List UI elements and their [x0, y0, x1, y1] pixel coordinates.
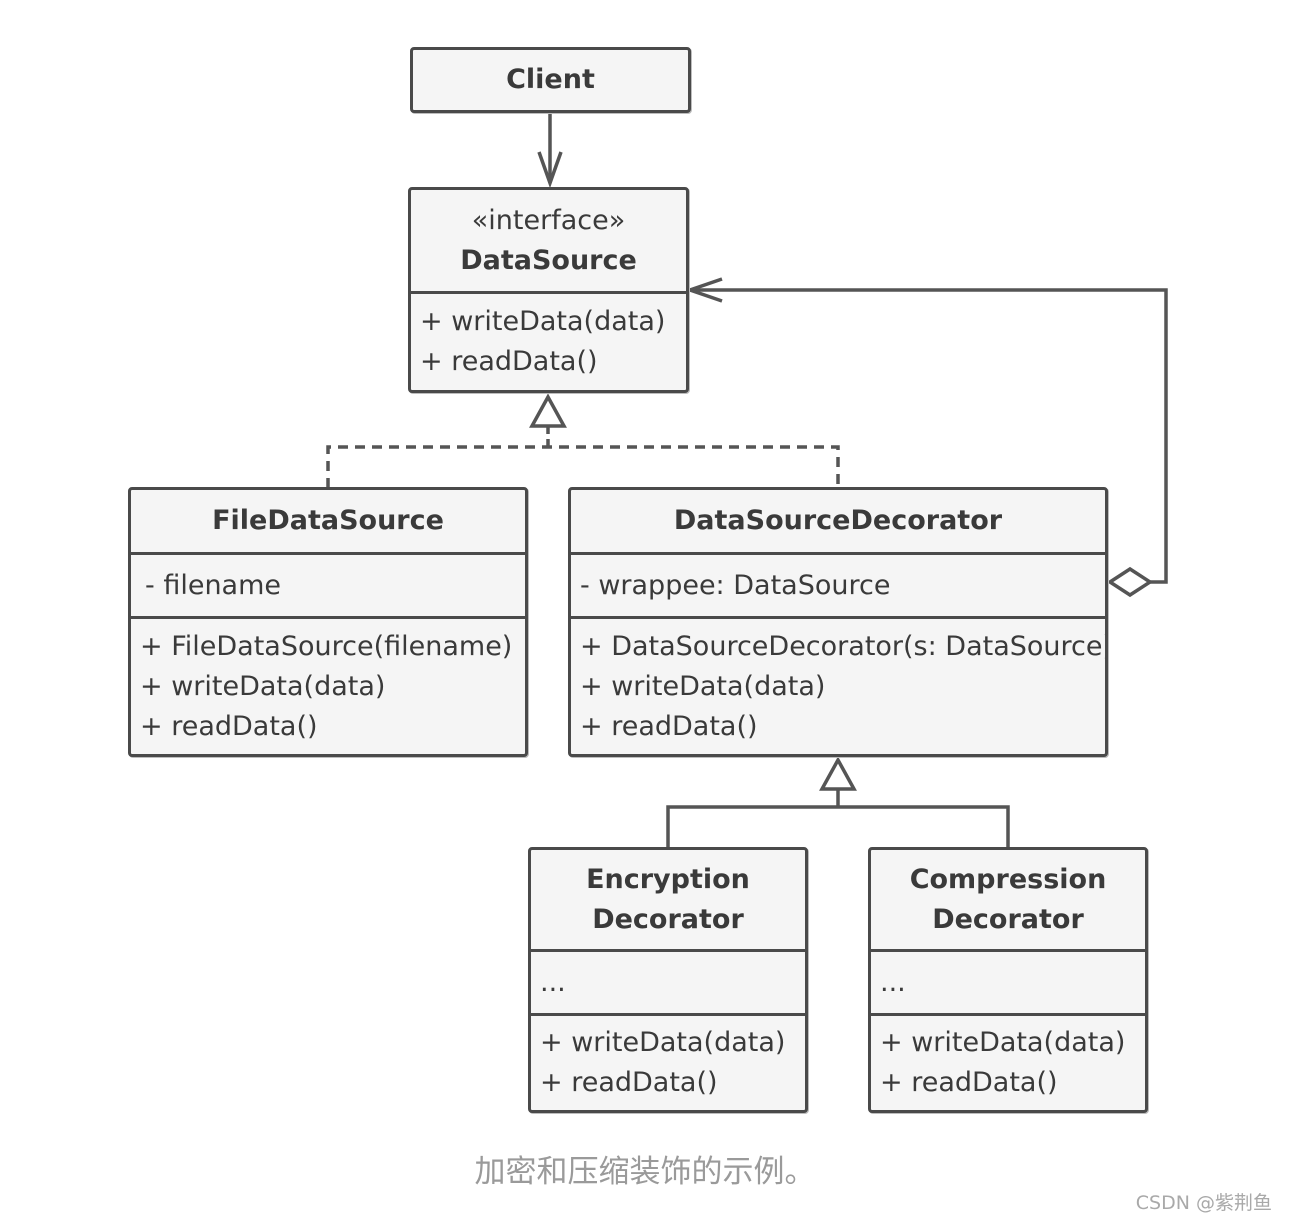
figure-caption: 加密和压缩装饰的示例。 [474, 1154, 816, 1190]
method-line: + writeData(data) [420, 306, 666, 337]
wrappee-aggregation-connector [684, 277, 1168, 598]
inheritance-connector [666, 756, 1010, 848]
client-to-datasource-association [537, 112, 563, 189]
field-line: ... [540, 966, 566, 998]
field-line: - wrappee: DataSource [580, 569, 891, 601]
field-line: - filename [145, 569, 282, 601]
method-line: + writeData(data) [140, 670, 386, 702]
interface-stereotype: «interface» [471, 204, 626, 236]
filedatasource-class-box: FileDataSource - filename + FileDataSour… [128, 487, 528, 757]
encryption-name-line2: Decorator [592, 903, 744, 935]
method-line: + readData() [880, 1067, 1058, 1098]
field-line: ... [880, 966, 906, 998]
method-line: + FileDataSource(filename) [140, 630, 513, 662]
compressiondecorator-class-box: Compression Decorator ... + writeData(da… [868, 847, 1148, 1113]
method-line: + readData() [420, 346, 598, 377]
datasource-class-name: DataSource [460, 244, 637, 276]
method-line: + writeData(data) [880, 1027, 1126, 1058]
watermark: CSDN @紫荆鱼 [1135, 1192, 1272, 1214]
encryption-name-line1: Encryption [586, 863, 750, 895]
datasourcedecorator-class-name: DataSourceDecorator [673, 505, 1003, 536]
filedatasource-class-name: FileDataSource [212, 505, 444, 536]
method-line: + readData() [540, 1067, 718, 1098]
method-line: + writeData(data) [540, 1027, 786, 1058]
compression-name-line1: Compression [909, 863, 1107, 895]
datasourcedecorator-class-box: DataSourceDecorator - wrappee: DataSourc… [568, 487, 1108, 757]
compression-name-line2: Decorator [932, 903, 1084, 935]
method-line: + DataSourceDecorator(s: DataSource) [580, 630, 1108, 662]
realization-connector [326, 393, 840, 488]
encryptiondecorator-class-box: Encryption Decorator ... + writeData(dat… [528, 847, 808, 1113]
method-line: + readData() [140, 710, 318, 742]
client-class-box: Client [410, 47, 691, 113]
method-line: + readData() [580, 710, 758, 742]
client-class-name: Client [506, 64, 595, 95]
method-line: + writeData(data) [580, 670, 826, 702]
datasource-interface-box: «interface» DataSource + writeData(data)… [408, 187, 689, 393]
